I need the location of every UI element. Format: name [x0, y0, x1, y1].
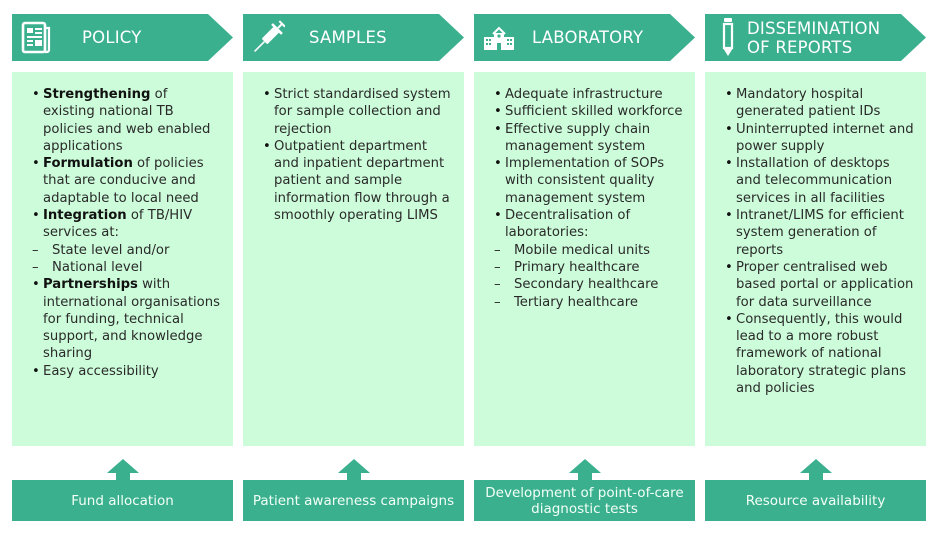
item-text: Strict standardised system for sample co… — [274, 87, 451, 137]
banner-laboratory: LABORATORY — [474, 14, 695, 61]
item-text: Intranet/LIMS for efficient system gener… — [736, 208, 904, 258]
newspaper-icon — [21, 21, 51, 54]
item-keyword: Integration — [43, 208, 127, 224]
item-text: Sufficient skilled workforce — [505, 104, 683, 120]
item-list: Strict standardised system for sample co… — [261, 86, 454, 224]
item-text: Easy accessibility — [43, 363, 159, 379]
item-text: Mandatory hospital generated patient IDs — [736, 87, 881, 120]
footer-box: Fund allocation — [12, 480, 233, 521]
item-keyword: Strengthening — [43, 87, 151, 102]
building-icon — [484, 26, 514, 50]
list-item: Proper centralised web based portal or a… — [723, 259, 916, 311]
list-item: Sufficient skilled workforce — [492, 103, 685, 121]
banner-samples: SAMPLES — [243, 14, 464, 61]
list-item: Implementation of SOPs with consistent q… — [492, 155, 685, 207]
banner-arrow-shape — [243, 14, 464, 61]
banner-arrow-shape — [12, 14, 233, 61]
content-box: Adequate infrastructureSufficient skille… — [474, 72, 695, 446]
list-item: Outpatient department and inpatient depa… — [261, 138, 454, 224]
sub-list: Mobile medical unitsPrimary healthcareSe… — [492, 242, 685, 311]
banner-arrow-shape — [474, 14, 695, 61]
item-text: Proper centralised web based portal or a… — [736, 259, 914, 310]
column-title: DISSEMINATION OF REPORTS — [747, 18, 881, 57]
sub-list-item: Mobile medical units — [492, 242, 685, 260]
list-item: Intranet/LIMS for efficient system gener… — [723, 207, 916, 259]
item-text: of policies that are conducive and adapt… — [43, 156, 204, 206]
column-samples: SAMPLES Strict standardised system for s… — [243, 0, 464, 547]
item-list: Strengthening of existing national TB po… — [30, 86, 223, 380]
banner-arrow-shape — [705, 14, 926, 61]
column-dissemination: DISSEMINATION OF REPORTS Mandatory hospi… — [705, 0, 926, 547]
item-list: Adequate infrastructureSufficient skille… — [492, 86, 685, 311]
sub-list-item: State level and/or — [30, 242, 223, 260]
banner-dissemination: DISSEMINATION OF REPORTS — [705, 14, 926, 61]
item-text: Decentralisation of laboratories: — [505, 208, 631, 241]
list-item: Installation of desktops and telecommuni… — [723, 155, 916, 207]
banner-policy: POLICY — [12, 14, 233, 61]
up-arrow-icon — [337, 459, 370, 481]
list-item: Formulation of policies that are conduci… — [30, 155, 223, 207]
list-item: Strict standardised system for sample co… — [261, 86, 454, 138]
sub-list: State level and/orNational level — [30, 242, 223, 277]
item-keyword: Formulation — [43, 156, 133, 172]
footer-box: Patient awareness campaigns — [243, 480, 464, 521]
column-policy: POLICY Strengthening of existing nationa… — [12, 0, 233, 547]
item-text: Uninterrupted internet and power supply — [736, 121, 914, 154]
column-laboratory: LABORATORY Adequate infrastructureSuffic… — [474, 0, 695, 547]
sub-list-item: National level — [30, 259, 223, 277]
item-keyword: Partnerships — [43, 277, 138, 293]
list-item: Consequently, this would lead to a more … — [723, 311, 916, 397]
list-item: Uninterrupted internet and power supply — [723, 121, 916, 156]
item-list: Mandatory hospital generated patient IDs… — [723, 86, 916, 397]
content-box: Strengthening of existing national TB po… — [12, 72, 233, 446]
footer-box: Development of point-of-care diagnostic … — [474, 480, 695, 521]
up-arrow-icon — [568, 459, 601, 481]
list-item: Integration of TB/HIV services at:State … — [30, 207, 223, 276]
content-box: Mandatory hospital generated patient IDs… — [705, 72, 926, 446]
list-item: Adequate infrastructure — [492, 86, 685, 104]
item-text: of existing national TB policies and web… — [43, 87, 211, 154]
sub-list-item: Primary healthcare — [492, 259, 685, 277]
list-item: Decentralisation of laboratories:Mobile … — [492, 207, 685, 311]
sub-list-item: Secondary healthcare — [492, 276, 685, 294]
list-item: Partnerships with international organisa… — [30, 276, 223, 362]
item-text: Installation of desktops and telecommuni… — [736, 156, 893, 206]
up-arrow-icon — [106, 459, 139, 481]
item-text: Adequate infrastructure — [505, 87, 663, 102]
item-text: Consequently, this would lead to a more … — [736, 311, 906, 397]
syringe-icon — [253, 20, 285, 53]
item-text: Effective supply chain management system — [505, 121, 651, 154]
list-item: Effective supply chain management system — [492, 121, 685, 156]
item-text: of TB/HIV services at: — [43, 208, 193, 241]
pencil-icon — [722, 18, 734, 56]
list-item: Easy accessibility — [30, 363, 223, 381]
column-title: SAMPLES — [309, 28, 387, 47]
item-text: Outpatient department and inpatient depa… — [274, 138, 450, 224]
sub-list-item: Tertiary healthcare — [492, 294, 685, 312]
up-arrow-icon — [799, 459, 832, 481]
column-title: POLICY — [82, 28, 142, 47]
list-item: Strengthening of existing national TB po… — [30, 86, 223, 155]
list-item: Mandatory hospital generated patient IDs — [723, 86, 916, 121]
footer-box: Resource availability — [705, 480, 926, 521]
column-title: LABORATORY — [532, 28, 644, 47]
item-text: Implementation of SOPs with consistent q… — [505, 156, 665, 206]
item-text: with international organisations for fun… — [43, 277, 220, 362]
content-box: Strict standardised system for sample co… — [243, 72, 464, 446]
